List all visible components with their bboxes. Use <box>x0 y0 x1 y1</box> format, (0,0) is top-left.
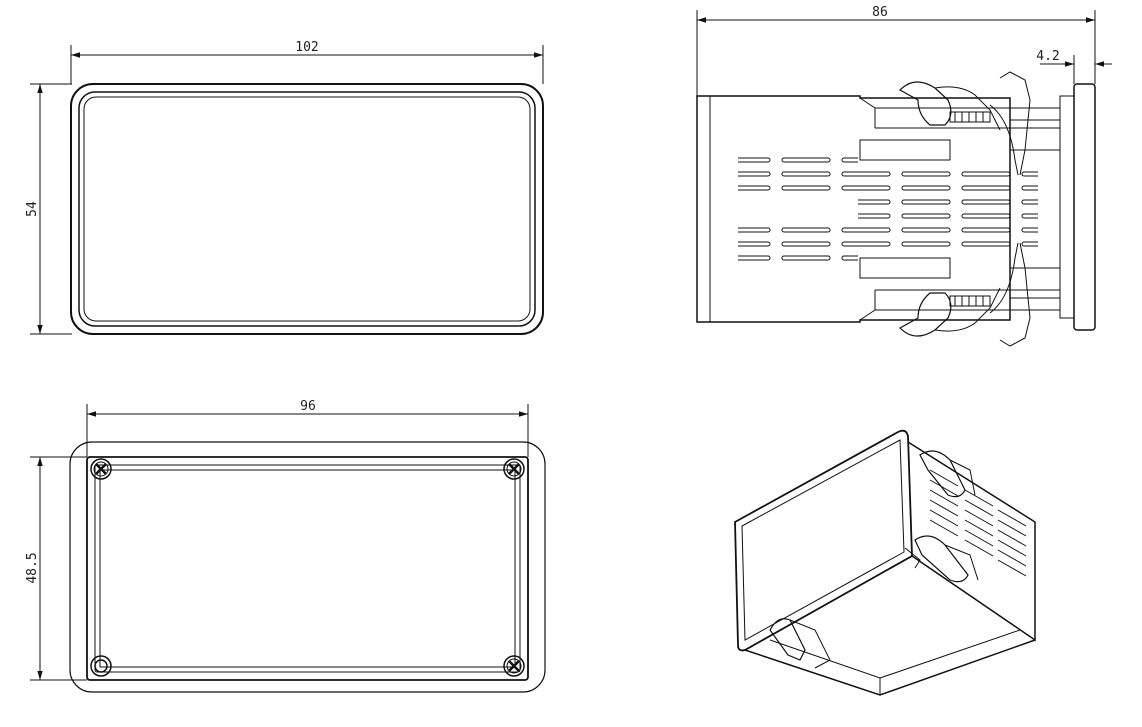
side-vent-slots <box>738 152 1038 264</box>
side-top-clip <box>899 71 1031 176</box>
rear-inner-panel <box>99 469 516 668</box>
rear-height-label: 48.5 <box>25 552 40 583</box>
front-view: 102 54 <box>25 40 544 335</box>
front-width-label: 102 <box>295 40 318 55</box>
iso-bottom-clip <box>769 618 831 669</box>
side-flange-label: 4.2 <box>1036 49 1059 64</box>
isometric-view <box>734 429 1036 696</box>
screw-bottom-right-icon <box>503 655 525 677</box>
side-front-flange <box>1073 83 1096 331</box>
front-window <box>83 96 531 322</box>
rear-panel <box>86 456 529 681</box>
iso-vent-slots <box>929 469 1027 577</box>
screw-top-left-icon <box>90 458 112 480</box>
screw-top-right-icon <box>503 458 525 480</box>
front-bezel-inner <box>78 91 536 327</box>
screw-bottom-left-icon <box>90 655 112 677</box>
front-height-label: 54 <box>25 201 40 217</box>
side-bottom-clip <box>899 242 1031 347</box>
rear-outer-frame <box>69 441 546 693</box>
rear-view: 96 48.5 <box>25 399 546 693</box>
iso-front-face <box>734 429 913 652</box>
side-view: 86 4.2 <box>696 5 1112 347</box>
side-depth-label: 86 <box>872 5 888 20</box>
iso-top-clip <box>919 450 976 498</box>
rear-width-label: 96 <box>300 399 316 414</box>
iso-middle-clip <box>904 535 979 583</box>
front-bezel-outer <box>70 83 544 335</box>
